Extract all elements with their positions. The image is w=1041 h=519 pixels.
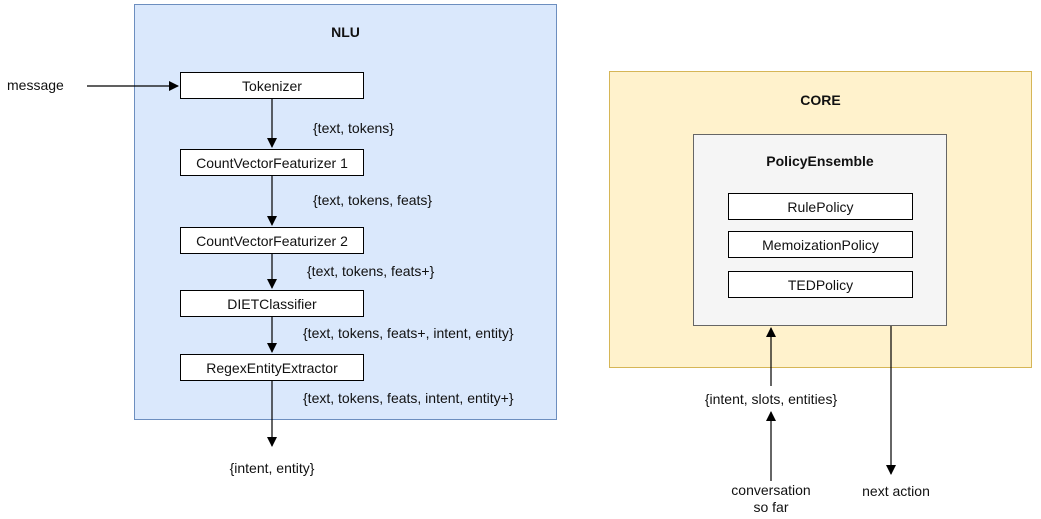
next-action-label: next action (862, 483, 930, 499)
diet-classifier-node: DIETClassifier (180, 290, 364, 317)
memoization-policy-node: MemoizationPolicy (728, 231, 913, 258)
core-title: CORE (800, 92, 841, 108)
message-label: message (7, 77, 64, 93)
regex-entity-extractor-node: RegexEntityExtractor (180, 354, 364, 381)
conversation-label-line1: conversation (731, 482, 811, 498)
ensemble-input-label: {intent, slots, entities} (704, 391, 838, 407)
edge-label-1: {text, tokens} (313, 120, 394, 136)
count-vector-featurizer-1-node: CountVectorFeaturizer 1 (180, 149, 364, 176)
edge-label-2: {text, tokens, feats} (313, 192, 433, 208)
count-vector-featurizer-2-node: CountVectorFeaturizer 2 (180, 227, 364, 254)
ted-policy-node: TEDPolicy (728, 271, 913, 298)
edge-label-5: {text, tokens, feats, intent, entity+} (303, 390, 514, 406)
policy-ensemble-title: PolicyEnsemble (766, 153, 874, 169)
nlu-output-label: {intent, entity} (229, 460, 315, 476)
tokenizer-node: Tokenizer (180, 72, 364, 99)
edge-label-4: {text, tokens, feats+, intent, entity} (303, 325, 514, 341)
rule-policy-node: RulePolicy (728, 193, 913, 220)
conversation-label-line2: so far (753, 499, 789, 515)
edge-label-3: {text, tokens, feats+} (307, 263, 435, 279)
nlu-title: NLU (331, 24, 360, 40)
